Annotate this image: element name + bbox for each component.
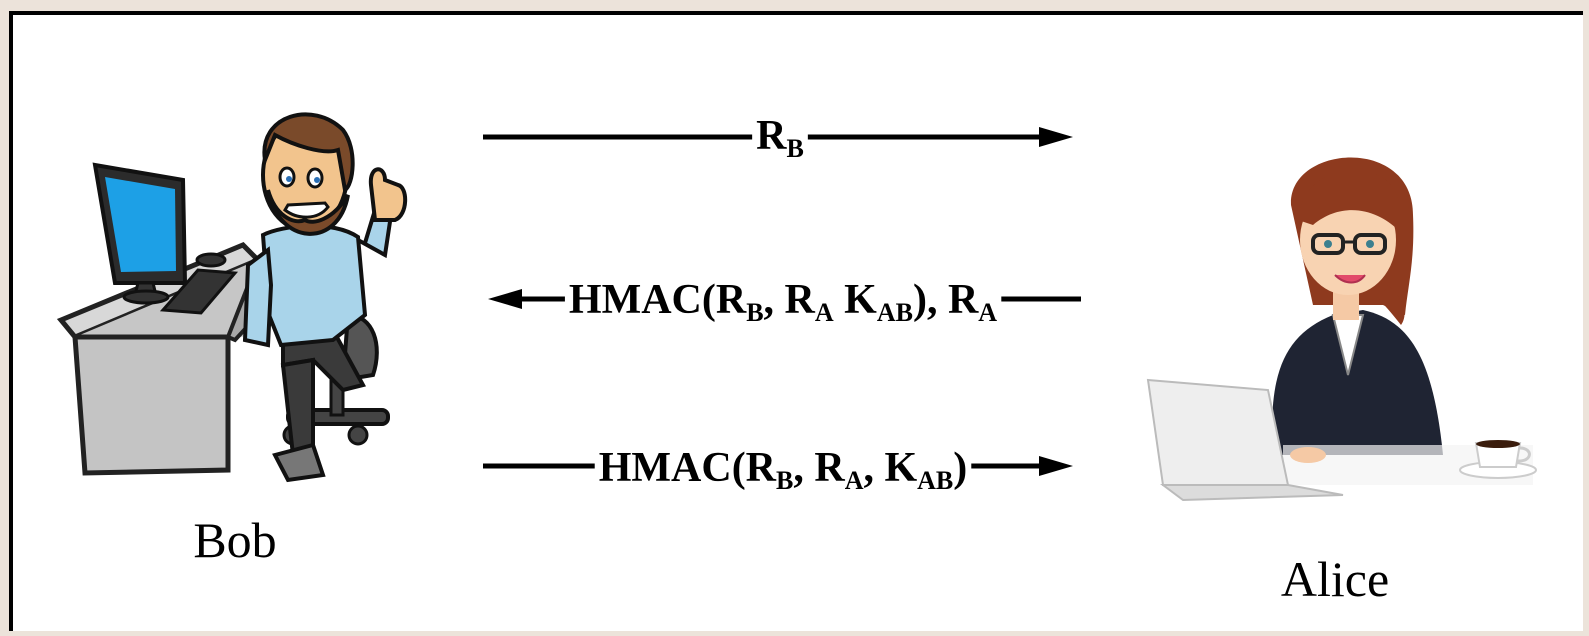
participant-left-name: Bob bbox=[193, 512, 276, 568]
message-2-arrowhead bbox=[488, 289, 522, 309]
keyboard bbox=[159, 268, 239, 315]
bob-head bbox=[261, 112, 355, 236]
bob-illustration bbox=[56, 112, 408, 483]
label-text: ), R bbox=[913, 277, 979, 323]
subscript: B bbox=[776, 466, 793, 495]
message-3-label: HMAC(RB, RA, KAB) bbox=[599, 445, 968, 495]
label-text: , K bbox=[863, 445, 917, 491]
label-text: , R bbox=[764, 277, 816, 323]
label-text: HMAC(R bbox=[599, 445, 777, 491]
desk bbox=[56, 242, 263, 476]
message-1-label-bg bbox=[752, 117, 808, 161]
message-2: HMAC(RB, RA KAB), RA bbox=[488, 277, 1081, 327]
label-text: R bbox=[756, 113, 787, 159]
subscript: A bbox=[815, 298, 834, 327]
bob-torso bbox=[260, 223, 368, 348]
participant-right-name: Alice bbox=[1281, 551, 1389, 607]
label-text: HMAC(R bbox=[569, 277, 747, 323]
subscript: B bbox=[787, 134, 804, 163]
alice-illustration bbox=[1146, 157, 1537, 502]
alice-suit bbox=[1272, 310, 1443, 455]
coffee-cup bbox=[1459, 440, 1537, 479]
message-1: RB bbox=[483, 113, 1073, 163]
bob-legs bbox=[272, 327, 366, 483]
message-2-label: HMAC(RB, RA KAB), RA bbox=[569, 277, 997, 327]
message-2-label-bg bbox=[564, 281, 1002, 325]
mouse bbox=[195, 252, 227, 268]
glasses bbox=[1311, 233, 1387, 255]
diagram-frame: Bob Alice RB HMAC(RB, RA KAB), RA HMAC(R… bbox=[9, 11, 1583, 631]
label-text: K bbox=[834, 277, 878, 323]
diagram-canvas: Bob Alice RB HMAC(RB, RA KAB), RA HMAC(R… bbox=[56, 112, 1537, 607]
thumbs-up-hand bbox=[368, 167, 408, 222]
message-3-label-bg bbox=[594, 449, 972, 493]
label-text: , R bbox=[793, 445, 845, 491]
subscript: A bbox=[845, 466, 864, 495]
subscript: AB bbox=[877, 298, 913, 327]
subscript: B bbox=[746, 298, 763, 327]
message-3-arrowhead bbox=[1039, 456, 1073, 476]
subscript: A bbox=[978, 298, 997, 327]
message-1-label: RB bbox=[756, 113, 804, 163]
monitor bbox=[92, 162, 188, 305]
label-text: ) bbox=[953, 445, 967, 491]
message-3: HMAC(RB, RA, KAB) bbox=[483, 445, 1073, 495]
bob-left-arm bbox=[242, 246, 274, 348]
message-1-arrowhead bbox=[1039, 127, 1073, 147]
laptop bbox=[1146, 378, 1344, 502]
subscript: AB bbox=[917, 466, 953, 495]
